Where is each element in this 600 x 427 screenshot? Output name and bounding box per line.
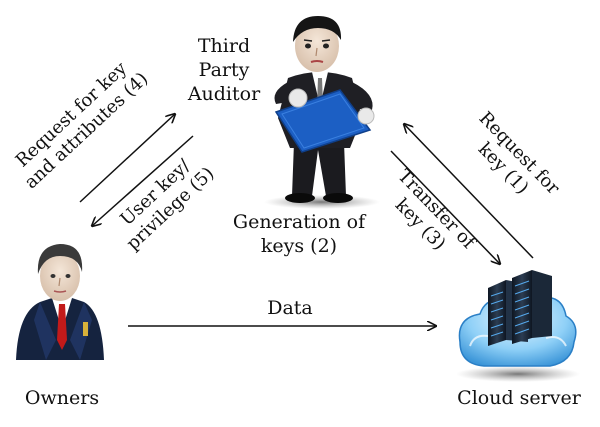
cloud-server-label: Cloud server [457,387,582,409]
owners-label: Owners [25,387,99,409]
arrow-request-key [404,124,534,259]
auditor-label-line1: Third [198,35,250,57]
arrow-request-key-attributes [79,114,175,203]
request-key-attributes-label: Request for key and attributes (4) [12,57,153,193]
data-label: Data [267,297,313,319]
auditor-label-line3: Auditor [187,83,261,105]
arrow-transfer-key [390,150,500,264]
auditor-figure [264,16,380,209]
generation-label-line2: keys (2) [261,235,337,257]
arrows [79,114,534,326]
transfer-key-label: Transfer of key (3) [391,165,480,254]
auditor-label-line2: Party [199,59,250,81]
generation-label-line1: Generation of [233,211,367,233]
cloud-server-icon [456,270,580,382]
arrow-user-key-privilege [92,135,194,226]
owner-figure [16,244,104,360]
